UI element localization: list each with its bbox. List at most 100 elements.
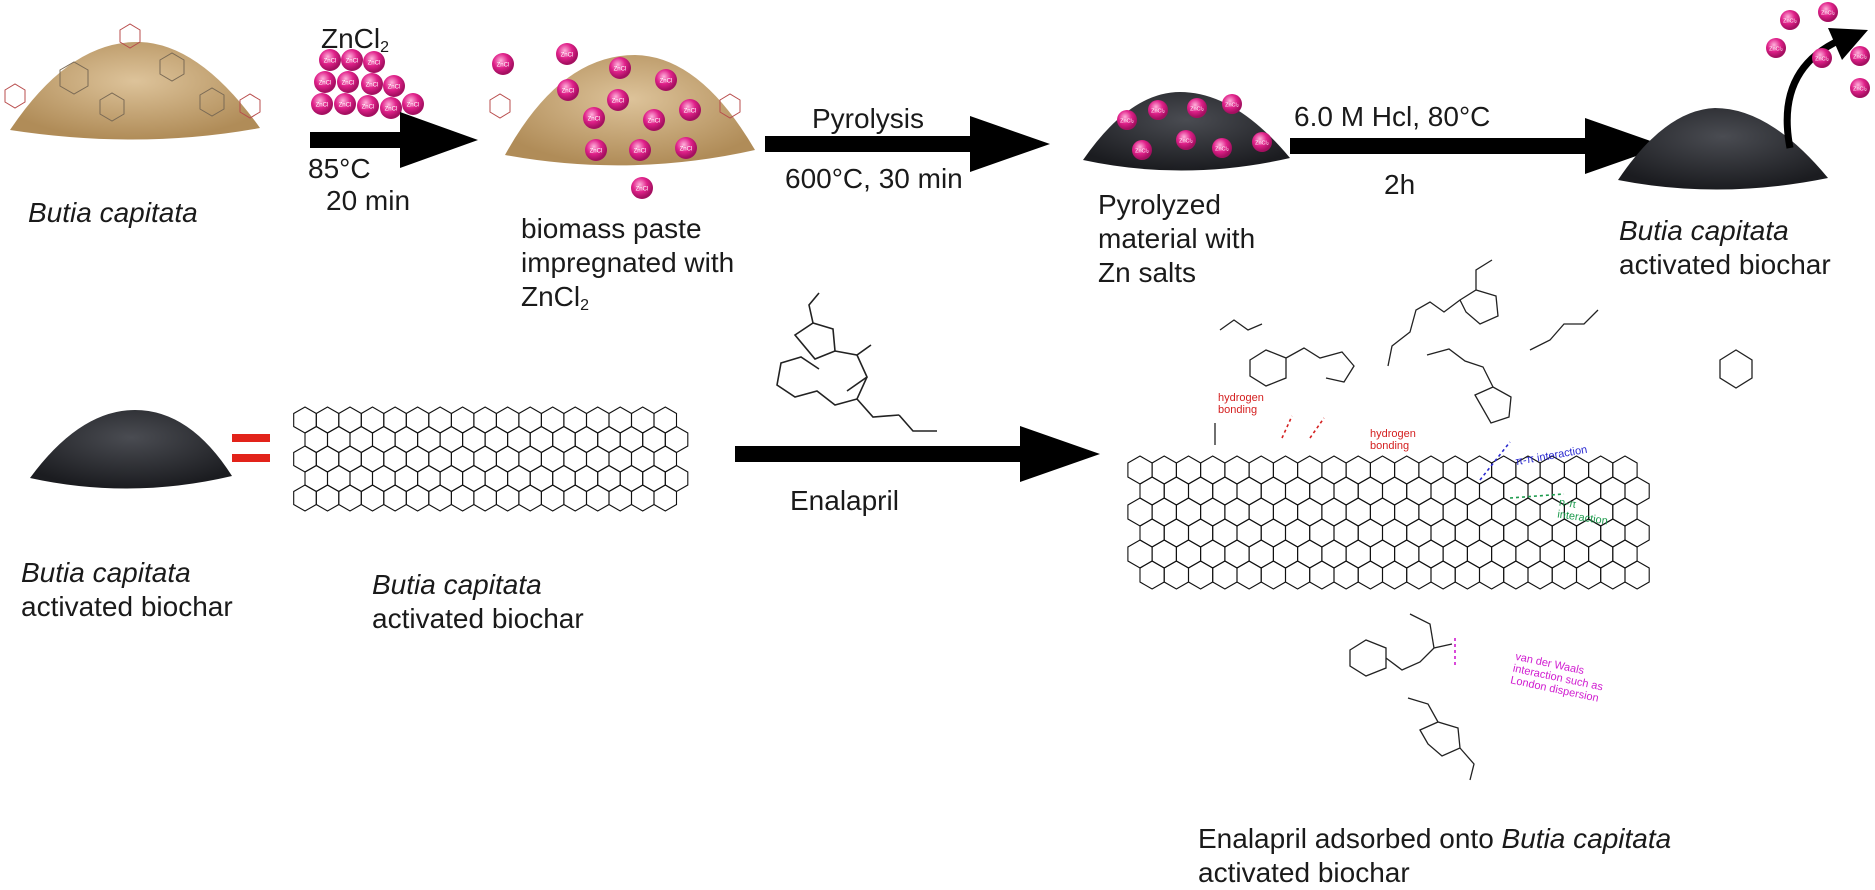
hex-ring (1321, 497, 1347, 527)
bead-text: ZnCl (497, 63, 510, 69)
zncl2-bead: ZnCl (402, 93, 424, 115)
bead-sphere (631, 177, 653, 199)
bead-sphere (1812, 48, 1832, 68)
bead-sphere (1780, 10, 1800, 30)
hex-ring (462, 464, 486, 493)
interaction-lines (1281, 415, 1565, 665)
raw-material-label: Butia capitata (28, 197, 198, 228)
hex-ring (1624, 560, 1650, 590)
hex-ring (1236, 560, 1262, 590)
bead-sphere (1818, 2, 1838, 22)
zncl2-bead: ZnCl (675, 137, 697, 159)
hex-ring (1297, 539, 1323, 569)
biochar-left-label-italic: Butia capitata (21, 557, 191, 588)
hex-ring (1394, 539, 1420, 569)
hex-ring (1297, 455, 1323, 485)
hex-ring (1369, 539, 1396, 569)
hex-ring (1527, 518, 1553, 548)
hex-ring (1309, 560, 1335, 590)
hex-ring (1612, 455, 1638, 485)
hex-ring (1381, 560, 1408, 590)
hex-ring (1236, 476, 1262, 506)
hex-ring (304, 425, 329, 454)
hbond-label-2: hydrogen bonding (1370, 428, 1416, 452)
hex-ring (473, 445, 497, 473)
bead-text: ZnCl (368, 61, 381, 67)
hex-ring (462, 425, 486, 454)
hex-ring (1454, 560, 1481, 590)
zncl2-bead: ZnCl (583, 107, 605, 129)
hex-ring (1357, 476, 1384, 506)
arrow-pyrolysis (765, 116, 1050, 172)
bead-sphere (363, 51, 385, 73)
hex-ring (326, 425, 351, 454)
zn-salt-bead: ZnCl₂ (1766, 38, 1786, 58)
hbond-label-1: hydrogen bonding (1218, 392, 1264, 416)
hex-ring (450, 445, 475, 473)
bead-text: ZnCl (612, 99, 625, 105)
zncl2-bead: ZnCl (314, 71, 336, 93)
zncl2-bead: ZnCl (319, 49, 341, 71)
bead-text: ZnCl (684, 109, 697, 115)
biochar-left-label-line2: activated biochar (21, 591, 233, 622)
hex-ring (1333, 518, 1359, 548)
bead-sphere (380, 97, 402, 119)
hex-ring (1284, 560, 1311, 590)
hex-ring (1139, 518, 1165, 548)
hex-ring (1527, 560, 1553, 590)
hex-ring (405, 406, 430, 434)
bead-sphere (1132, 140, 1152, 160)
biochar-structure-label-italic: Butia capitata (372, 569, 542, 600)
hex-ring (1418, 455, 1444, 485)
hex-ring (1515, 539, 1541, 569)
paste-label-line2: impregnated with (521, 247, 735, 278)
zn-salt-bead: ZnCl₂ (1212, 138, 1232, 158)
bead-text: ZnCl (562, 89, 575, 95)
hex-ring (1612, 497, 1638, 527)
enalapril-label: Enalapril (790, 485, 899, 516)
bead-sphere (1850, 46, 1870, 66)
bead-sphere (311, 93, 333, 115)
hex-ring (1381, 476, 1408, 506)
hex-ring (1612, 539, 1638, 569)
hex-ring (315, 406, 340, 434)
equals-sign (232, 434, 270, 462)
zncl2-bead: ZnCl (585, 139, 607, 161)
hex-ring (315, 484, 340, 512)
zn-salt-bead: ZnCl₂ (1148, 100, 1168, 120)
hex-ring (338, 406, 362, 434)
hex-ring (1272, 497, 1299, 527)
bead-sphere (1117, 110, 1137, 130)
bead-sphere (609, 57, 631, 79)
hex-ring (293, 445, 317, 473)
bead-sphere (337, 71, 359, 93)
bead-sphere (383, 75, 405, 97)
bead-sphere (1148, 100, 1168, 120)
bead-sphere (643, 109, 665, 131)
hex-ring (574, 464, 599, 493)
hex-ring (394, 425, 419, 454)
zncl2-bead: ZnCl (383, 75, 405, 97)
hex-ring (518, 445, 542, 473)
bead-text: ZnCl (339, 103, 352, 109)
hex-ring (1369, 455, 1396, 485)
zncl2-bead: ZnCl (380, 97, 402, 119)
hex-ring (608, 484, 633, 512)
hex-ring (1442, 455, 1468, 485)
bead-text: ZnCl (588, 117, 601, 123)
bead-sphere (492, 53, 514, 75)
hex-ring (1224, 497, 1250, 527)
equals-bar-top (232, 434, 270, 442)
paste-label-line3: ZnCl2 (521, 280, 589, 323)
hex-ring (371, 425, 396, 454)
step1-temperature: 85°C (308, 153, 371, 184)
hex-ring (1163, 518, 1190, 548)
curved-release-arrow (1783, 28, 1868, 149)
hex-ring (484, 464, 509, 493)
biochar-pile-left (30, 410, 232, 489)
hex-ring (630, 406, 655, 434)
hex-ring (1175, 539, 1202, 569)
